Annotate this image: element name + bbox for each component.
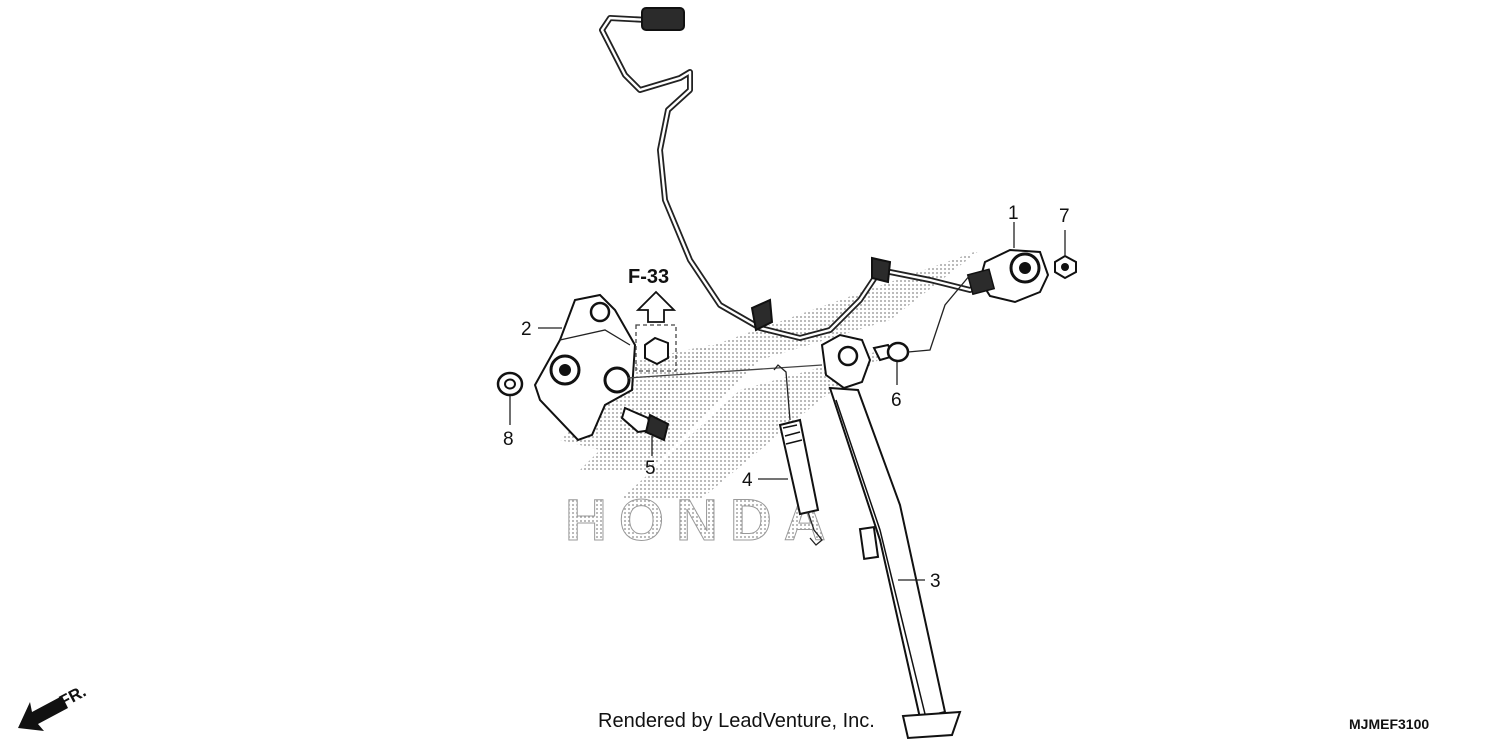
sidestand-switch <box>966 248 1050 304</box>
diagram-code: MJMEF3100 <box>1349 716 1430 732</box>
bolt <box>872 341 910 363</box>
reference-fastener <box>635 290 677 372</box>
svg-text:6: 6 <box>891 390 902 411</box>
bolt <box>620 406 670 442</box>
front-arrow-icon <box>18 696 68 731</box>
callout-4: 4 <box>742 470 788 491</box>
reference-label: F-33 <box>628 266 669 288</box>
switch-leader <box>907 274 971 353</box>
watermark-text: HONDA <box>565 488 838 553</box>
harness-connector <box>641 7 685 31</box>
spring <box>773 364 823 546</box>
svg-text:1: 1 <box>1008 203 1019 224</box>
svg-text:4: 4 <box>742 470 753 491</box>
svg-text:2: 2 <box>521 319 532 340</box>
wire-harness <box>599 7 993 341</box>
pivot-axis-line <box>627 364 823 379</box>
callout-7: 7 <box>1059 206 1070 255</box>
bracket <box>533 293 637 442</box>
up-arrow-icon <box>635 290 677 323</box>
callout-6: 6 <box>891 362 902 411</box>
callout-1: 1 <box>1008 203 1019 248</box>
wire-clip <box>871 256 892 284</box>
side-stand <box>820 333 962 740</box>
washer <box>496 371 524 397</box>
watermark-wing <box>560 250 980 500</box>
footer-credit: Rendered by LeadVenture, Inc. <box>598 710 875 732</box>
callout-8: 8 <box>503 396 514 450</box>
svg-text:7: 7 <box>1059 206 1070 227</box>
callout-3: 3 <box>898 571 941 592</box>
svg-text:3: 3 <box>930 571 941 592</box>
callout-2: 2 <box>521 319 562 340</box>
nut <box>1054 254 1077 280</box>
svg-text:5: 5 <box>645 458 656 479</box>
svg-text:8: 8 <box>503 429 514 450</box>
wire-clip <box>750 298 774 332</box>
callout-5: 5 <box>645 436 656 479</box>
